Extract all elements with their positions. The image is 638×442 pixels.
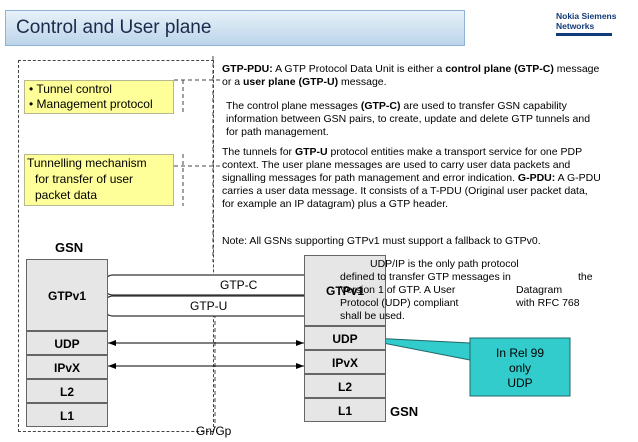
udp-note-line4: Protocol (UDP) compliant	[340, 297, 459, 309]
user-note-box	[24, 154, 174, 206]
company-logo: Nokia Siemens Networks	[556, 11, 626, 36]
control-note-box	[24, 80, 174, 114]
gsn-right-label: GSN	[390, 404, 419, 419]
callout-box	[469, 337, 571, 397]
p2-text-b: are used to transfer GSN capability info…	[226, 100, 591, 138]
right-gtpv1-label: GTPv1	[325, 284, 364, 298]
control-note-item2: • Management protocol	[29, 97, 153, 111]
ip-arrow-left-head	[108, 363, 116, 369]
gsn-left-label: GSN	[55, 240, 84, 255]
user-note-line1: Tunnelling mechanism	[27, 156, 147, 170]
interface-label: Gn/Gp	[196, 424, 232, 438]
left-ipvx-label: IPvX	[53, 361, 80, 375]
p3-text-b: protocol entities make a transport servi…	[222, 146, 582, 184]
left-ipvx-cell: IPvX	[26, 355, 108, 379]
p3-gpdu: G-PDU:	[517, 172, 556, 184]
ip-arrow-right-head	[296, 363, 304, 369]
right-udp-cell: UDP	[304, 326, 386, 350]
left-udp-label: UDP	[54, 337, 80, 351]
udp-note-line2b: the	[578, 271, 593, 283]
logo-line2: Networks	[556, 21, 595, 31]
p3-gtpu: GTP-U	[294, 146, 328, 158]
p1-text-c: message.	[338, 76, 387, 88]
p2-gtpc: (GTP-C)	[360, 100, 401, 112]
udp-arrow-right-head	[296, 340, 304, 346]
udp-note-line3b: Datagram	[516, 284, 563, 296]
control-messages-paragraph: The control plane messages (GTP-C) are u…	[226, 100, 598, 139]
udp-arrow-left-head	[108, 340, 116, 346]
user-note-line2: for transfer of user	[35, 172, 134, 186]
udp-note-line2: defined to transfer GTP messages in	[340, 271, 511, 283]
left-l2-cell: L2	[26, 379, 108, 403]
right-ipvx-label: IPvX	[331, 356, 358, 370]
right-l2-label: L2	[337, 380, 352, 394]
user-note-line3: packet data	[35, 188, 98, 202]
udp-note-line4b: with RFC 768	[516, 297, 580, 309]
slide-title: Control and User plane	[16, 17, 212, 38]
callout-line2: only	[508, 361, 531, 375]
udp-note-line3: Version 1 of GTP. A User	[340, 284, 456, 296]
udp-note-line1: UDP/IP is the only path protocol	[370, 258, 519, 270]
left-gtpv1-cell: GTPv1	[26, 259, 108, 331]
logo-bar	[556, 33, 612, 36]
right-l2-cell: L2	[304, 374, 386, 398]
p3-text-a: The tunnels for	[222, 146, 295, 158]
udp-note-line5: shall be used.	[340, 310, 405, 322]
right-l1-cell: L1	[304, 398, 386, 422]
gtp-c-label: GTP-C	[220, 278, 258, 292]
p1-text-a: A GTP Protocol Data Unit is either a	[272, 63, 446, 75]
callout-line3: UDP	[507, 376, 533, 390]
left-gtpv1-label: GTPv1	[47, 289, 86, 303]
note-paragraph: Note: All GSNs supporting GTPv1 must sup…	[222, 235, 541, 247]
p2-text-a: The control plane messages	[226, 100, 361, 112]
left-l2-label: L2	[59, 385, 74, 399]
gtp-u-label: GTP-U	[190, 299, 228, 313]
gtp-c-tunnel	[102, 274, 329, 296]
title-bar: Control and User plane	[5, 10, 465, 46]
p1-control-plane: control plane (GTP-C)	[445, 63, 554, 75]
right-gtpv1-cell: GTPv1	[304, 255, 386, 326]
p1-user-plane: user plane (GTP-U)	[243, 76, 339, 88]
right-l1-label: L1	[337, 404, 352, 418]
p3-text-c: A G-PDU carries a user data message. It …	[222, 172, 601, 210]
right-ipvx-cell: IPvX	[304, 350, 386, 374]
left-l1-label: L1	[59, 409, 74, 423]
gtp-pdu-paragraph: GTP-PDU: A GTP Protocol Data Unit is eit…	[222, 63, 602, 89]
p1-text-b: message or a	[222, 63, 600, 88]
left-l1-cell: L1	[26, 403, 108, 427]
user-plane-paragraph: The tunnels for GTP-U protocol entities …	[222, 146, 602, 211]
control-note-item1: • Tunnel control	[29, 82, 112, 96]
right-udp-label: UDP	[332, 332, 358, 346]
left-udp-cell: UDP	[26, 331, 108, 355]
callout-line1: In Rel 99	[495, 346, 545, 360]
gtp-pdu-term: GTP-PDU:	[222, 63, 273, 75]
logo-line1: Nokia Siemens	[556, 11, 617, 21]
